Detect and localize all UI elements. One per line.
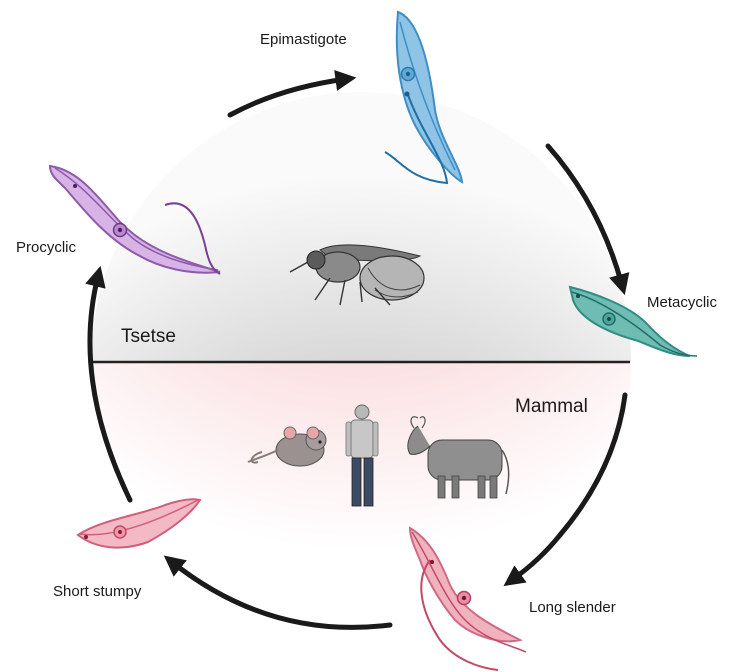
tsetse-label: Tsetse xyxy=(121,326,176,347)
metacyclic-label: Metacyclic xyxy=(647,294,718,311)
procyclic-label: Procyclic xyxy=(16,239,77,256)
mammal-label: Mammal xyxy=(515,396,588,417)
long-slender-label: Long slender xyxy=(529,599,616,616)
epimastigote-label: Epimastigote xyxy=(260,31,347,48)
short-stumpy-label: Short stumpy xyxy=(53,583,142,600)
